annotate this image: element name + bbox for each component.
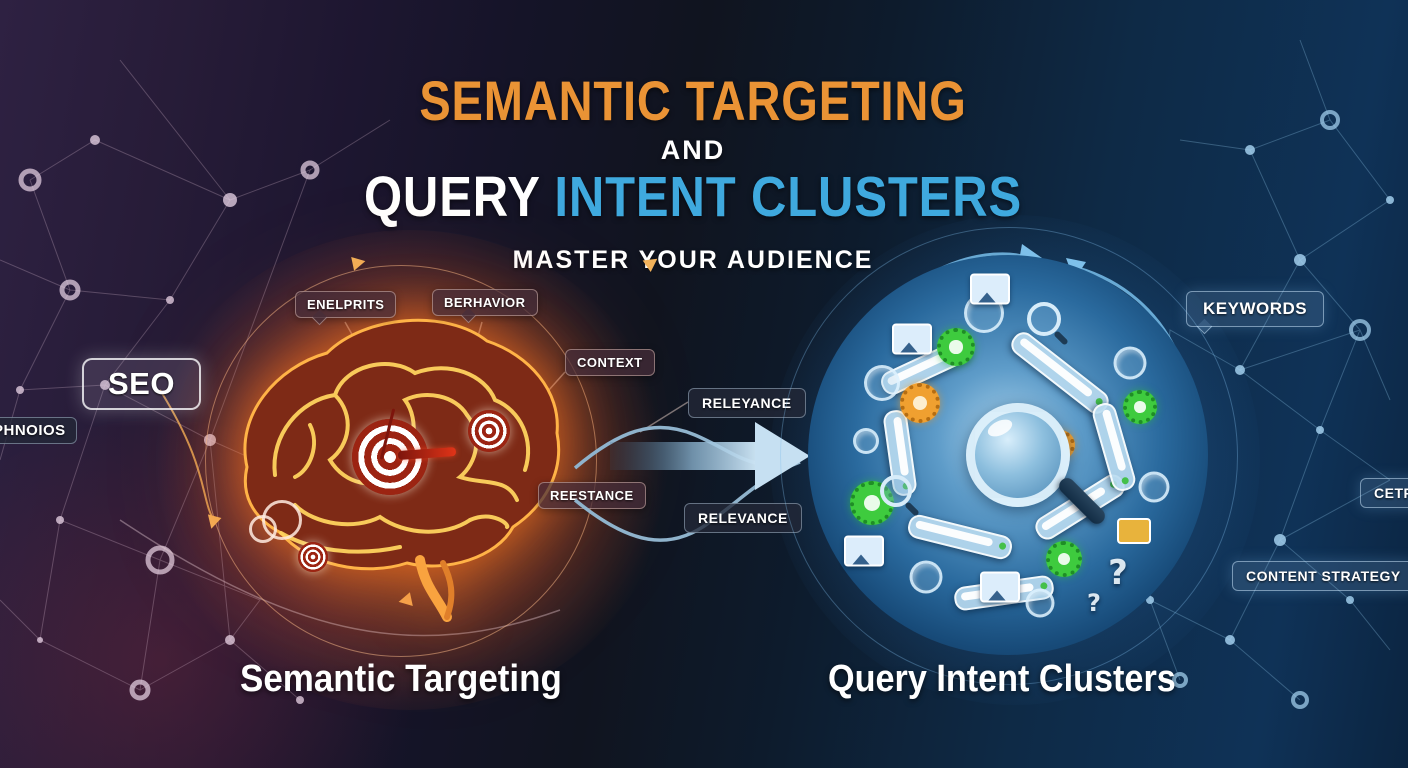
caption-semantic-targeting: Semantic Targeting — [240, 658, 562, 700]
bubble-icon — [1113, 346, 1147, 380]
gear-green-icon — [1123, 390, 1157, 424]
label-content-strategy: CONTENT STRATEGY — [1232, 561, 1408, 591]
label-experts: ENELPRITS — [295, 291, 397, 326]
label-context-text: CONTEXT — [577, 355, 643, 370]
subtitle: MASTER YOUR AUDIENCE — [512, 246, 874, 274]
label-behavior-text: BERHAVIOR — [444, 295, 526, 310]
label-seo: SEO — [82, 358, 201, 410]
tag-icon — [1117, 518, 1151, 544]
label-reestance: REESTANCE — [538, 482, 646, 509]
title-line2-white: QUERY — [363, 165, 540, 229]
gear-green-icon — [1046, 541, 1082, 577]
target-icon — [298, 542, 328, 572]
question-icon: ? — [1108, 553, 1128, 593]
caption-query-intent-clusters: Query Intent Clusters — [828, 658, 1176, 700]
magnifier-lens-icon — [966, 403, 1070, 507]
magnifier-icon — [1027, 302, 1061, 336]
orbit-ring — [205, 265, 597, 657]
label-keywords-text: KEYWORDS — [1203, 299, 1308, 318]
photo-icon — [980, 571, 1020, 603]
bubble-icon — [1138, 471, 1170, 503]
cluster-outer-ring — [780, 227, 1238, 685]
magnifier-icon — [880, 475, 912, 507]
label-seo-text: SEO — [108, 366, 175, 401]
photo-icon — [970, 273, 1010, 305]
label-relevance-bottom: RELEVANCE — [684, 503, 802, 533]
bubble-icon — [864, 365, 900, 401]
title-line2-blue: INTENT CLUSTERS — [554, 165, 1023, 229]
label-cetra: CETRA — [1360, 478, 1408, 508]
label-experts-text: ENELPRITS — [307, 297, 385, 312]
gear-green-icon — [937, 328, 975, 366]
label-edge-left: PHNOIOS — [0, 417, 77, 444]
label-edge-left-text: PHNOIOS — [0, 422, 66, 439]
query-cluster: ?? — [780, 227, 1238, 685]
title-conjunction: AND — [660, 135, 726, 165]
label-reestance-text: REESTANCE — [550, 488, 634, 503]
photo-icon — [892, 323, 932, 355]
label-relevance-top-text: RELEYANCE — [702, 395, 792, 411]
label-cetra-text: CETRA — [1374, 485, 1408, 501]
target-icon — [468, 410, 510, 452]
label-keywords: KEYWORDS — [1186, 291, 1325, 335]
question-icon: ? — [1087, 589, 1101, 617]
title-line2: QUERY INTENT CLUSTERS — [97, 164, 1289, 230]
label-relevance-bottom-text: RELEVANCE — [698, 510, 788, 526]
label-context: CONTEXT — [565, 349, 655, 376]
title-line1: SEMANTIC TARGETING — [419, 69, 967, 132]
gear-orange-icon — [900, 383, 940, 423]
title-block: SEMANTIC TARGETING AND QUERY INTENT CLUS… — [0, 68, 1386, 275]
photo-icon — [844, 535, 884, 567]
bubble-icon — [1025, 588, 1055, 618]
double-rings-icon — [249, 500, 302, 543]
bubble-icon — [853, 428, 879, 454]
ring-arrow-icon — [351, 254, 367, 271]
label-behavior: BERHAVIOR — [432, 289, 538, 324]
bubble-icon — [909, 560, 943, 594]
label-content-strategy-text: CONTENT STRATEGY — [1246, 568, 1401, 584]
